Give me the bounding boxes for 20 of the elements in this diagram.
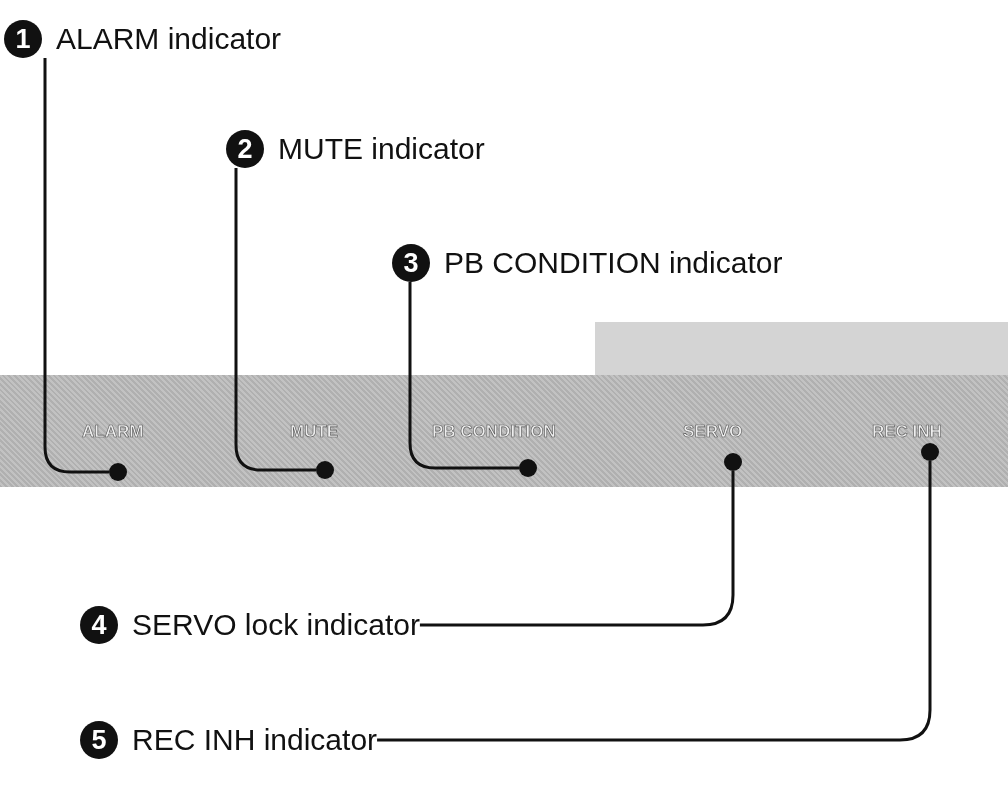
leader-line bbox=[234, 168, 316, 472]
callout-number: 1 bbox=[4, 20, 42, 58]
callout-text: MUTE indicator bbox=[278, 132, 485, 166]
leader-line bbox=[408, 282, 519, 470]
leader-line bbox=[419, 471, 735, 627]
callout-text: REC INH indicator bbox=[132, 723, 378, 757]
callout-text: PB CONDITION indicator bbox=[444, 246, 783, 280]
panel-label: PB CONDITION bbox=[432, 422, 556, 442]
callout-text: ALARM indicator bbox=[56, 22, 282, 56]
callout-number: 4 bbox=[80, 606, 118, 644]
panel-label: MUTE bbox=[290, 422, 339, 442]
callout-number: 2 bbox=[226, 130, 264, 168]
callout-number: 3 bbox=[392, 244, 430, 282]
leader-line bbox=[43, 58, 109, 474]
panel-label: ALARM bbox=[82, 422, 144, 442]
callout-number: 5 bbox=[80, 721, 118, 759]
panel-label: SERVO bbox=[683, 422, 743, 442]
leader-line bbox=[377, 461, 932, 742]
callout-text: SERVO lock indicator bbox=[132, 608, 420, 642]
panel-label: REC INH bbox=[872, 422, 942, 442]
